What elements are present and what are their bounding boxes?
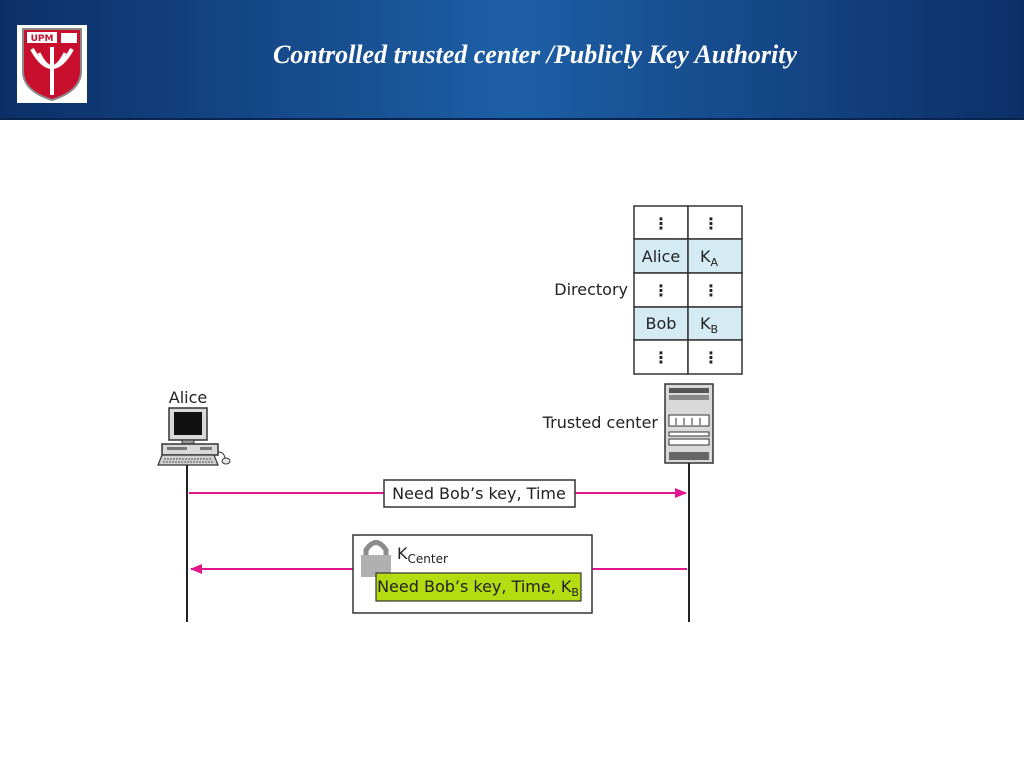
slide-title: Controlled trusted center /Publicly Key … <box>272 40 798 69</box>
response-key-label: KCenter <box>397 544 448 566</box>
directory-row-alice: Alice KA <box>633 238 743 274</box>
directory-cell-name: Alice <box>642 247 680 266</box>
directory-table: ⋮ ⋮ Alice KA ⋮ ⋮ Bob KB ⋮ ⋮ <box>633 205 743 375</box>
slide-header: UPM Controlled trusted center /Publicly … <box>0 0 1024 120</box>
directory-row: ⋮ ⋮ <box>633 205 743 240</box>
upm-crest-icon: UPM <box>22 28 82 102</box>
directory-cell-key: KA <box>700 247 719 269</box>
directory-row: ⋮ ⋮ <box>633 272 743 308</box>
directory-cell-name: Bob <box>646 314 677 333</box>
directory-label: Directory <box>554 280 628 299</box>
directory-cell-name: ⋮ <box>653 214 669 233</box>
directory-cell-key: ⋮ <box>703 348 719 367</box>
response-message-box: KCenter Need Bob’s key, Time, KB <box>352 534 593 614</box>
directory-cell-key: ⋮ <box>703 214 719 233</box>
directory-cell-name: ⋮ <box>653 348 669 367</box>
directory-cell-key: KB <box>700 314 718 336</box>
logo-text: UPM <box>31 34 54 44</box>
alice-label: Alice <box>169 388 207 407</box>
server-icon <box>664 383 714 464</box>
upm-logo: UPM <box>17 25 87 103</box>
trusted-center-label: Trusted center <box>542 413 659 432</box>
directory-cell-key: ⋮ <box>703 281 719 300</box>
request-message-text: Need Bob’s key, Time <box>392 484 566 503</box>
computer-icon <box>157 407 231 466</box>
lock-icon <box>361 540 391 577</box>
directory-row-bob: Bob KB <box>633 306 743 341</box>
directory-row: ⋮ ⋮ <box>633 339 743 375</box>
directory-cell-name: ⋮ <box>653 281 669 300</box>
encrypted-message-highlight <box>375 572 582 602</box>
response-message-text: Need Bob’s key, Time, KB <box>377 577 579 599</box>
request-message-box: Need Bob’s key, Time <box>383 479 576 508</box>
